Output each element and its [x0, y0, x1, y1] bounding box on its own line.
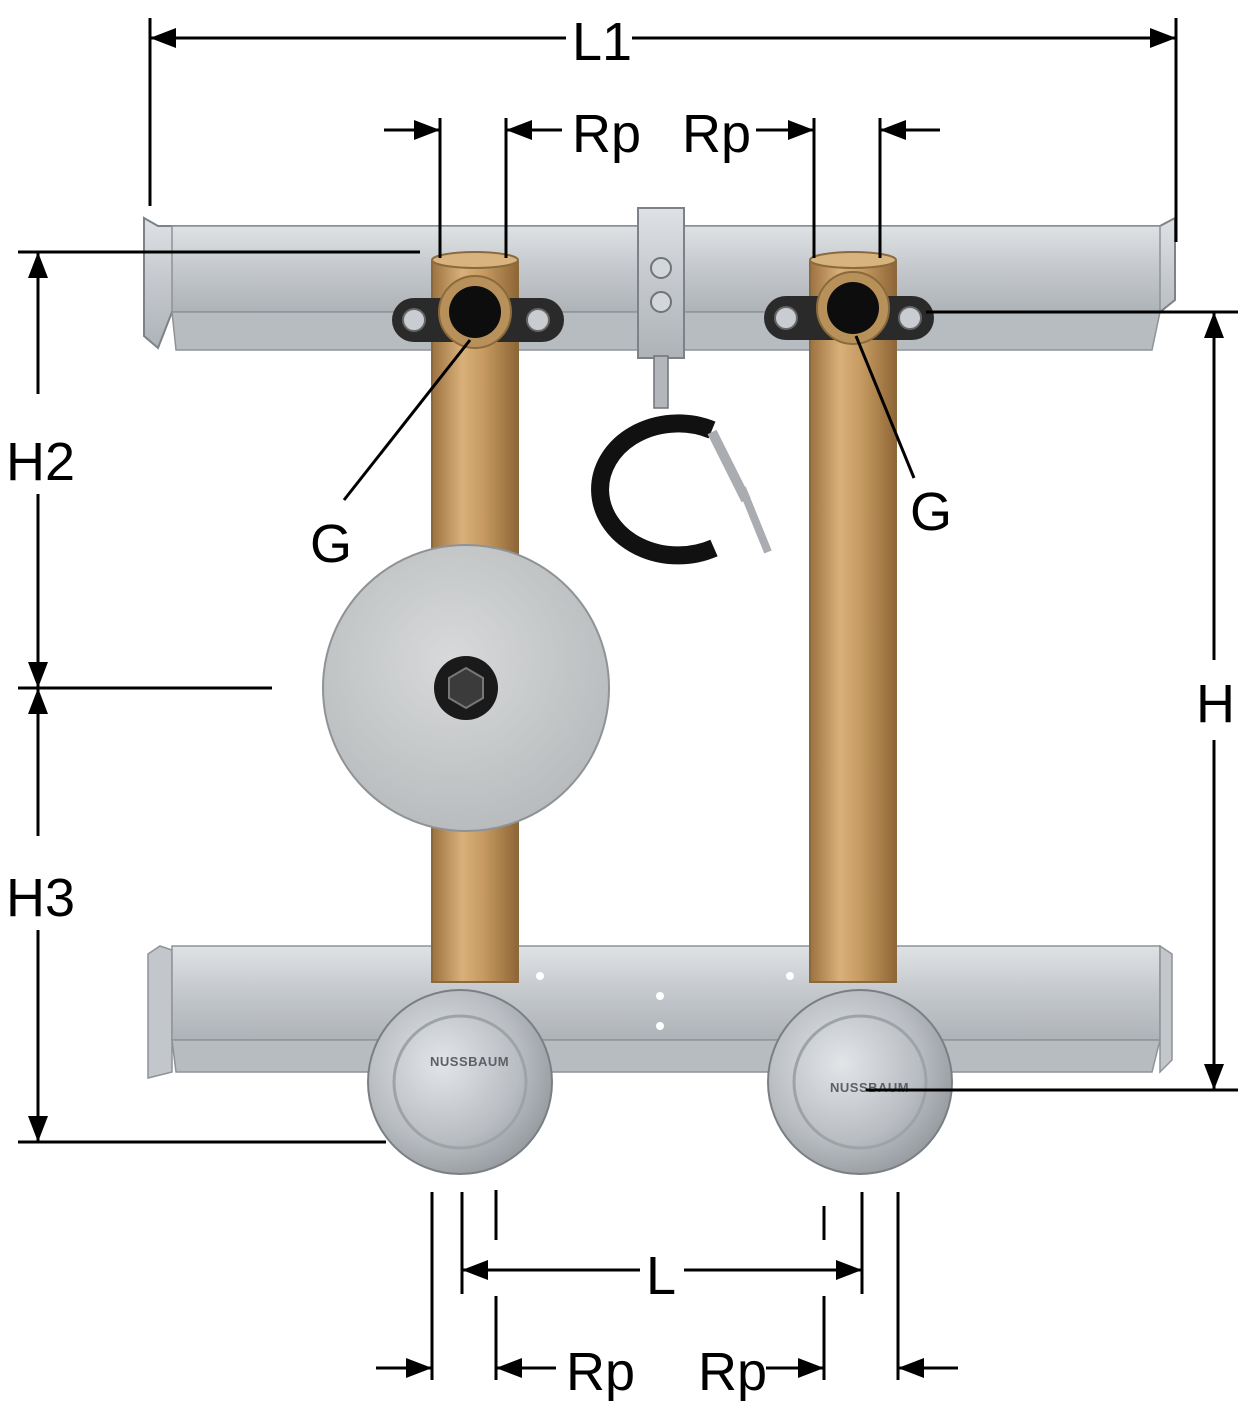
label-rp-bottom-right: Rp: [698, 1342, 767, 1402]
dimension-rp-top-left: Rp: [384, 104, 641, 258]
dimension-l1: L1: [148, 12, 1178, 242]
label-l1: L1: [572, 12, 632, 72]
insulation-disc: [322, 544, 610, 832]
right-end-cap: NUSSBAUM: [767, 989, 953, 1175]
label-rp-bottom-left: Rp: [566, 1342, 635, 1402]
label-rp-top-left: Rp: [572, 104, 641, 164]
leader-g-right: G: [854, 335, 952, 542]
left-end-cap: NUSSBAUM: [367, 989, 553, 1175]
dimension-rp-bottom-left: Rp: [376, 1190, 635, 1402]
label-rp-top-right: Rp: [682, 104, 751, 164]
label-h3: H3: [6, 868, 75, 928]
label-g-left: G: [310, 514, 352, 574]
label-h: H: [1196, 674, 1235, 734]
pipe-clamp: [591, 207, 772, 565]
dimension-l: L: [460, 1192, 864, 1306]
right-riser-pipe: [764, 251, 934, 983]
dimension-h2-h3: H2 H3: [6, 250, 420, 1144]
right-cap-brand-marking: NUSSBAUM: [830, 1080, 909, 1095]
dimension-h: H: [866, 310, 1238, 1092]
label-g-right: G: [910, 482, 952, 542]
label-l: L: [646, 1246, 676, 1306]
label-h2: H2: [6, 432, 75, 492]
dimension-rp-bottom-right: Rp: [698, 1192, 958, 1402]
leader-g-left: G: [310, 339, 472, 574]
dimension-rp-top-right: Rp: [682, 104, 940, 258]
bottom-mounting-rail: [147, 944, 1173, 1079]
left-cap-brand-marking: NUSSBAUM: [430, 1054, 509, 1069]
